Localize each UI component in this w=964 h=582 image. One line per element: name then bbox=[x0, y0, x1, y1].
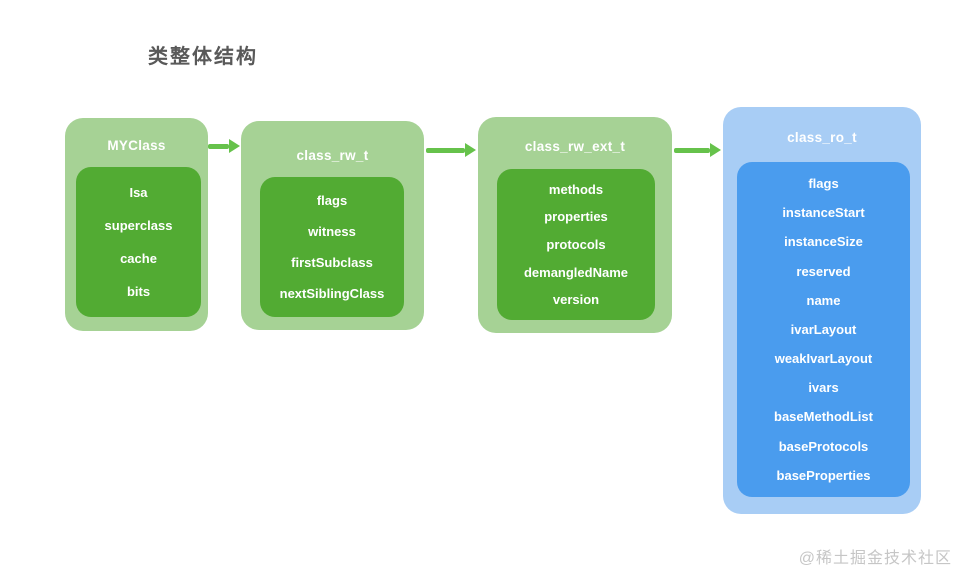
field-label: protocols bbox=[546, 236, 606, 252]
node-class-rw-t-title: class_rw_t bbox=[296, 148, 369, 163]
watermark: @稀土掘金技术社区 bbox=[798, 550, 952, 567]
field-label: ivarLayout bbox=[790, 321, 857, 337]
node-class-rw-ext-t-title: class_rw_ext_t bbox=[524, 139, 626, 154]
field-label: version bbox=[552, 292, 600, 308]
field-label: Isa bbox=[129, 185, 148, 200]
field-label: superclass bbox=[104, 218, 173, 233]
field-label: baseMethodList bbox=[774, 409, 873, 425]
node-class-rw-t: class_rw_t flags witness firstSubclass next… bbox=[241, 121, 424, 330]
node-myclass-field-list: Isa superclass cache bits bbox=[76, 167, 201, 317]
node-myclass-title: MYClass bbox=[107, 138, 166, 153]
arrow-head bbox=[229, 139, 240, 153]
field-label: methods bbox=[548, 181, 604, 197]
node-class-rw-ext-t-field-list: methods properties protocols demangledName v… bbox=[497, 169, 655, 320]
arrow-right-icon bbox=[208, 139, 240, 153]
field-label: instanceSize bbox=[784, 234, 863, 250]
field-label: flags bbox=[808, 176, 839, 192]
arrow-shaft bbox=[674, 147, 710, 153]
field-label: instanceStart bbox=[782, 205, 865, 221]
field-label: baseProperties bbox=[776, 467, 871, 483]
field-label: firstSubclass bbox=[291, 255, 373, 270]
field-label: ivars bbox=[808, 380, 839, 396]
field-label: witness bbox=[308, 224, 356, 239]
arrow-shaft bbox=[426, 147, 465, 153]
arrow-shaft bbox=[208, 143, 229, 149]
field-label: bits bbox=[126, 284, 151, 299]
arrow-head bbox=[465, 143, 476, 157]
arrow-head bbox=[710, 143, 721, 157]
node-class-rw-t-field-list: flags witness firstSubclass nextSiblingClas… bbox=[260, 177, 404, 317]
field-label: baseProtocols bbox=[778, 438, 869, 454]
field-label: properties bbox=[544, 209, 608, 225]
field-label: demangledName bbox=[523, 264, 629, 280]
page-title: 类整体结构 bbox=[148, 46, 258, 68]
field-label: flags bbox=[316, 193, 348, 208]
field-label: nextSiblingClass bbox=[279, 286, 385, 301]
field-label: reserved bbox=[796, 263, 851, 279]
node-class-ro-t-title: class_ro_t bbox=[787, 130, 857, 145]
node-myclass: MYClass Isa superclass cache bits bbox=[65, 118, 208, 331]
node-class-ro-t: class_ro_t flags instanceStart instanceSiz… bbox=[723, 107, 921, 514]
node-class-ro-t-field-list: flags instanceStart instanceSize reserved na… bbox=[737, 162, 910, 497]
field-label: weakIvarLayout bbox=[774, 351, 873, 367]
arrow-right-icon bbox=[674, 143, 721, 157]
arrow-right-icon bbox=[426, 143, 476, 157]
node-class-rw-ext-t: class_rw_ext_t methods properties protocol… bbox=[478, 117, 672, 333]
field-label: cache bbox=[120, 251, 157, 266]
field-label: name bbox=[806, 292, 841, 308]
